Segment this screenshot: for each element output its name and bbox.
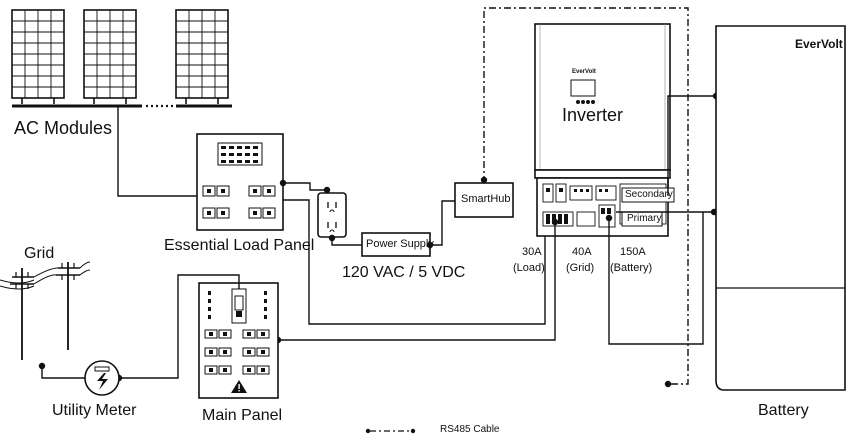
battery-unit bbox=[715, 25, 846, 391]
wire-main-panel-to-grid-input bbox=[119, 274, 240, 379]
breaker-battery-amps: 150A bbox=[620, 246, 646, 258]
smarthub-box bbox=[454, 182, 514, 218]
breaker-load-name: (Load) bbox=[513, 262, 545, 274]
wire-inverter-grid-to-main-panel bbox=[278, 222, 556, 341]
wire-modules-to-elp bbox=[117, 106, 200, 197]
solar-panel-3 bbox=[175, 9, 229, 104]
legend-rs485-label: RS485 Cable bbox=[440, 424, 500, 435]
solar-panel-2 bbox=[83, 9, 137, 104]
battery-brand-logo: EverVolt bbox=[795, 37, 843, 51]
essential-load-panel-label: Essential Load Panel bbox=[164, 237, 315, 254]
solar-panel-1 bbox=[11, 9, 65, 104]
wire-grid-to-meter bbox=[41, 366, 85, 379]
power-supply-label: Power Supply bbox=[366, 238, 434, 250]
breaker-grid-name: (Grid) bbox=[566, 262, 595, 274]
battery-label: Battery bbox=[758, 402, 809, 419]
inverter-label: Inverter bbox=[562, 105, 624, 125]
wire-psu-to-smarthub bbox=[430, 200, 458, 246]
legend-rs485 bbox=[365, 428, 416, 434]
rs485-cable bbox=[483, 7, 689, 385]
breaker-battery-name: (Battery) bbox=[610, 262, 653, 274]
breaker-grid-amps: 40A bbox=[572, 246, 592, 258]
inverter-brand-logo: EverVolt bbox=[572, 69, 596, 75]
wire-elp-to-inverter-load bbox=[283, 199, 546, 325]
main-panel bbox=[198, 282, 279, 399]
breaker-load-amps: 30A bbox=[522, 246, 542, 258]
inverter-unit bbox=[534, 23, 675, 237]
power-lines bbox=[0, 261, 91, 290]
utility-meter-label: Utility Meter bbox=[52, 402, 137, 419]
wire-elp-to-outlet bbox=[283, 182, 327, 191]
smarthub-label: SmartHub bbox=[461, 193, 511, 205]
grid-label: Grid bbox=[24, 245, 55, 262]
utility-pole-2 bbox=[56, 262, 80, 350]
port-secondary-label: Secondary bbox=[625, 189, 673, 200]
wall-outlet bbox=[317, 192, 347, 238]
essential-load-panel bbox=[196, 133, 284, 231]
power-supply-rating-label: 120 VAC / 5 VDC bbox=[342, 264, 466, 281]
ac-modules-label: AC Modules bbox=[14, 118, 113, 138]
wire-comm-secondary bbox=[667, 95, 716, 196]
utility-meter bbox=[84, 360, 120, 396]
main-panel-label: Main Panel bbox=[202, 407, 283, 424]
wire-inverter-battery-dc bbox=[608, 212, 704, 345]
wire-outlet-to-psu bbox=[331, 237, 362, 246]
port-primary-label: Primary bbox=[627, 213, 662, 224]
